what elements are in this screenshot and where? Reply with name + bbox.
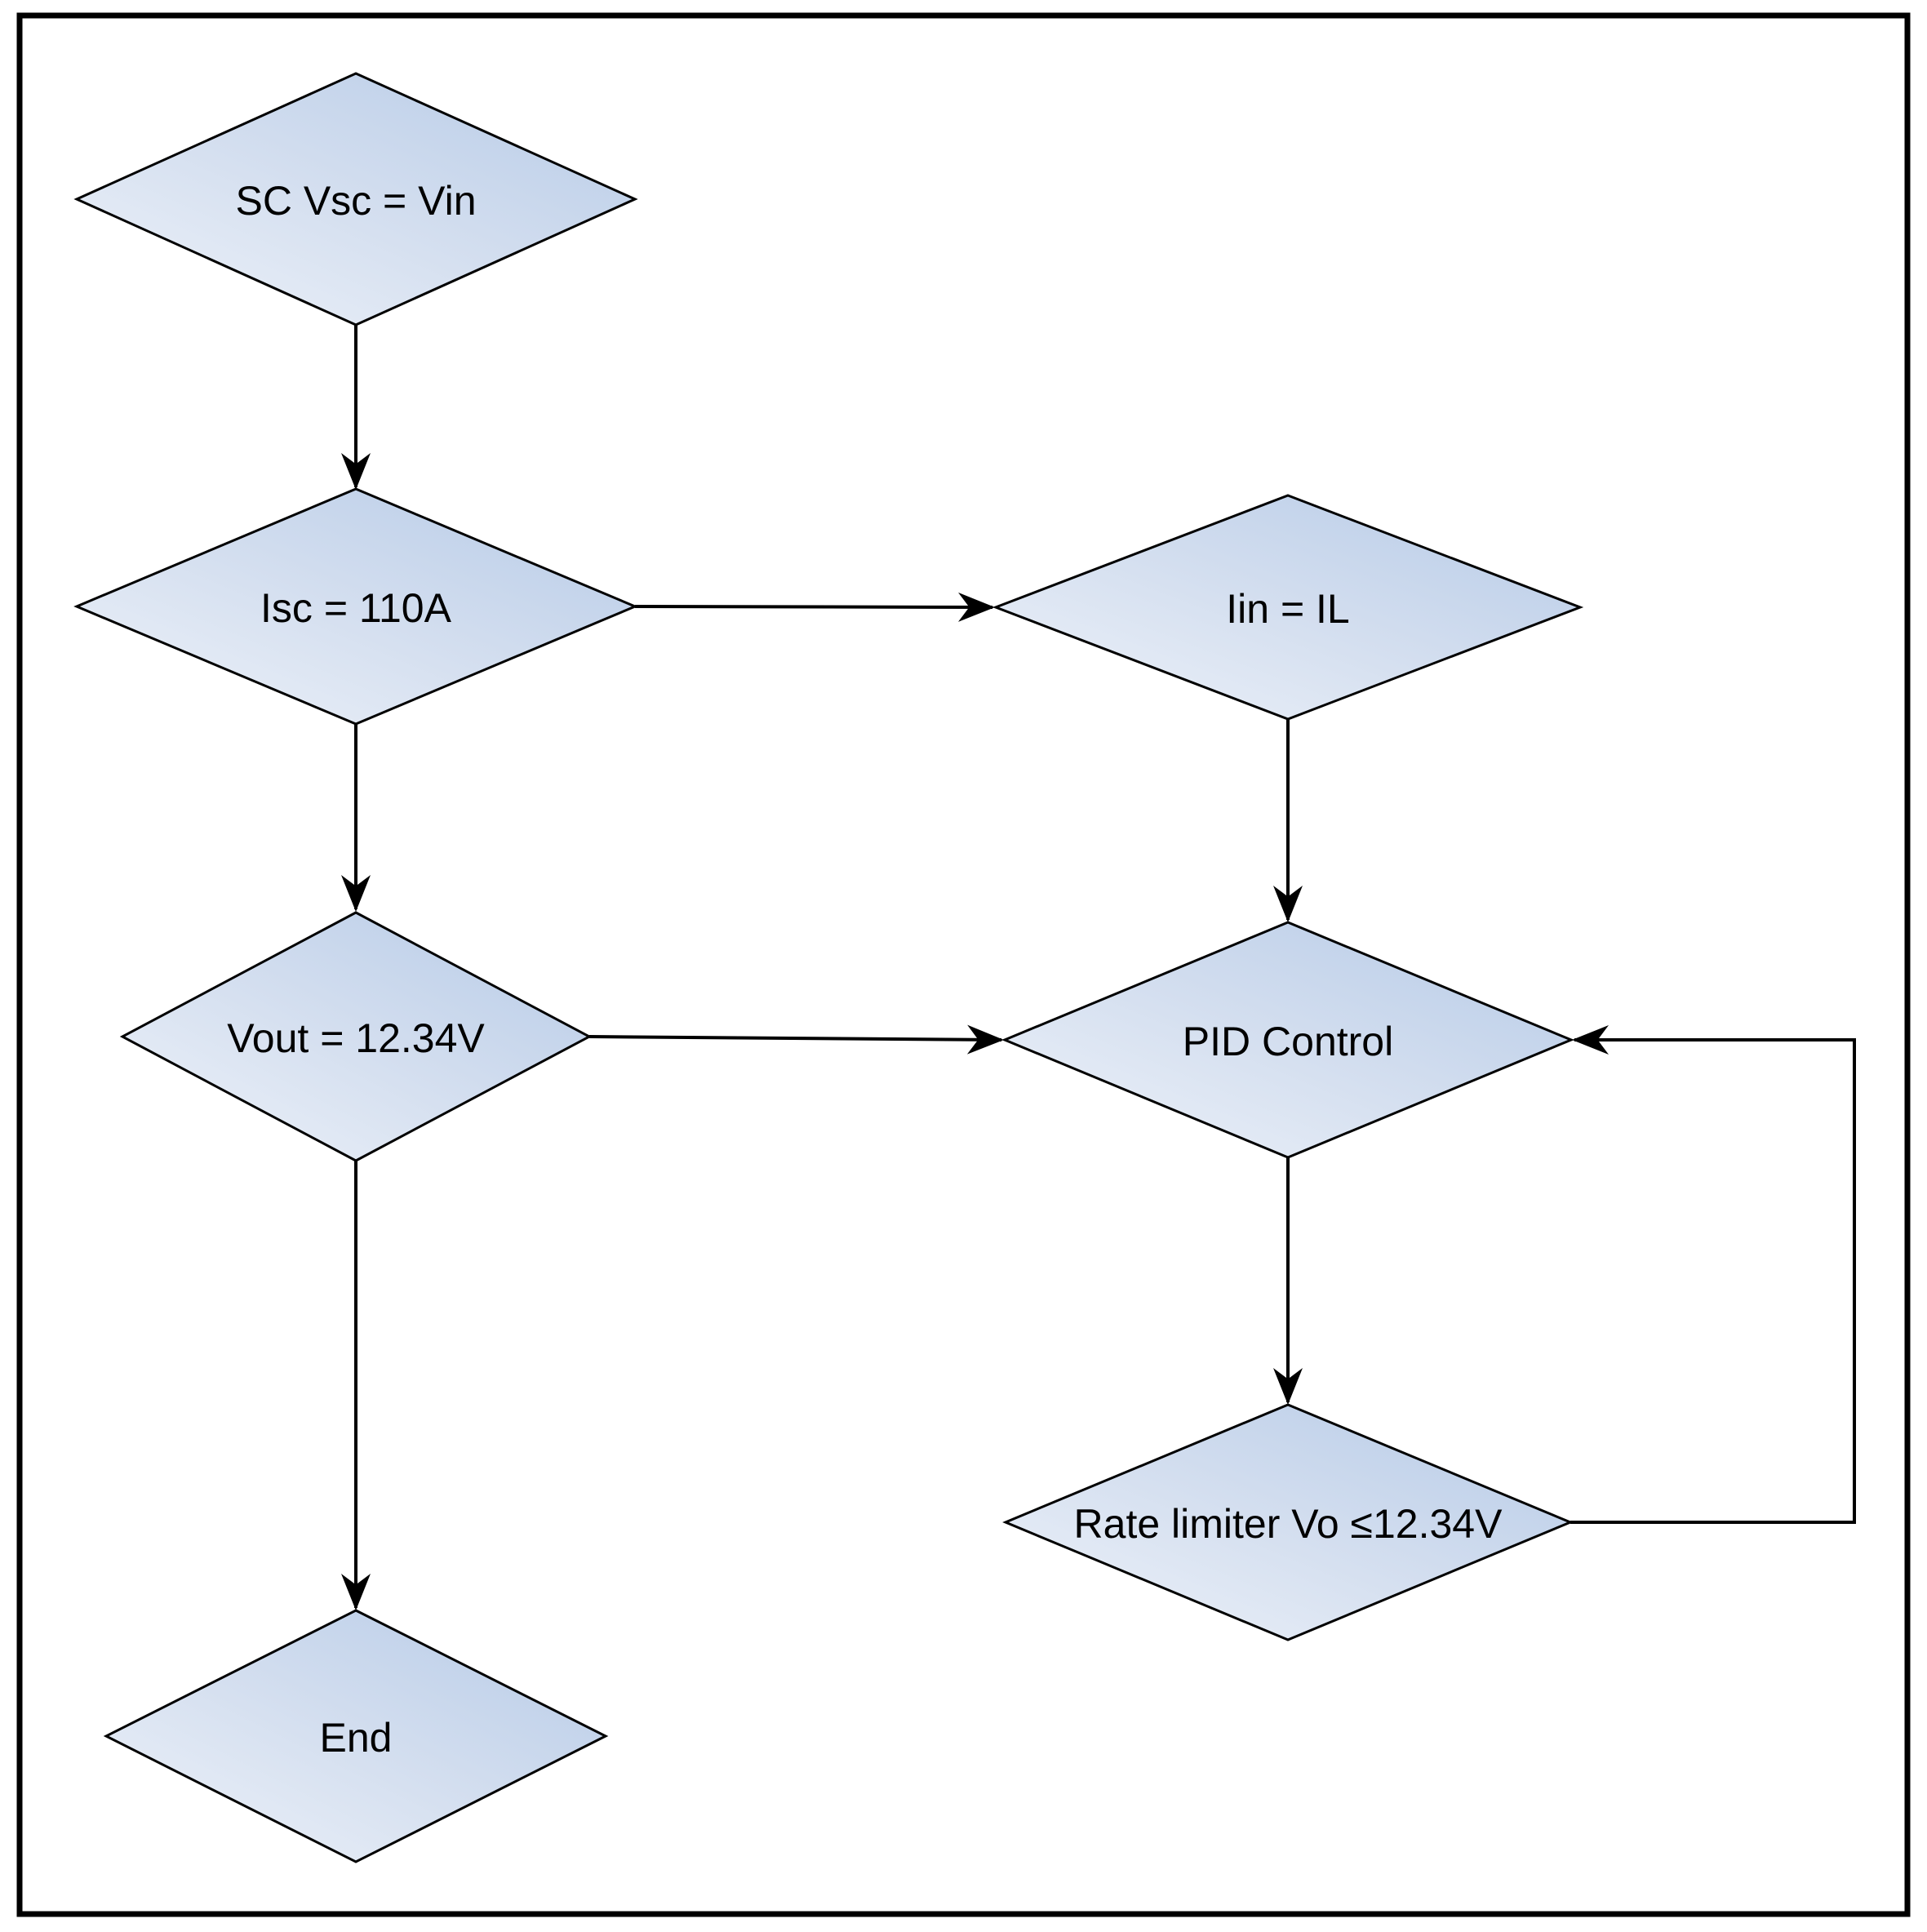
edge-isc-to-iin	[634, 592, 995, 622]
node-vout-label: Vout = 12.34V	[227, 1015, 485, 1061]
node-start: SC Vsc = Vin	[73, 72, 638, 326]
node-iin-diamond	[992, 494, 1584, 721]
node-end: End	[103, 1609, 609, 1863]
node-iin-label: Iin = IL	[1226, 586, 1350, 632]
node-vout: Vout = 12.34V	[119, 911, 593, 1162]
node-end-label: End	[320, 1715, 393, 1761]
node-start-label: SC Vsc = Vin	[235, 178, 476, 224]
node-isc-label: Isc = 110A	[260, 585, 452, 631]
node-rate-limiter-label: Rate limiter Vo ≤12.34V	[1074, 1501, 1503, 1547]
node-start-diamond	[73, 72, 638, 326]
node-isc-diamond	[73, 487, 638, 726]
edge-vout-to-pid	[588, 1024, 1004, 1055]
node-pid-diamond	[1001, 921, 1574, 1159]
node-end-diamond	[103, 1609, 609, 1863]
node-iin: Iin = IL	[992, 494, 1584, 721]
node-isc: Isc = 110A	[73, 487, 638, 726]
node-rate-limiter: Rate limiter Vo ≤12.34V	[1002, 1403, 1574, 1641]
edge-ratelimiter-loop-to-pid	[1570, 1025, 1856, 1524]
node-pid: PID Control	[1001, 921, 1574, 1159]
node-pid-label: PID Control	[1183, 1019, 1393, 1064]
page-border	[16, 12, 1911, 1917]
node-rate-limiter-diamond	[1002, 1403, 1574, 1641]
node-vout-diamond	[119, 911, 593, 1162]
